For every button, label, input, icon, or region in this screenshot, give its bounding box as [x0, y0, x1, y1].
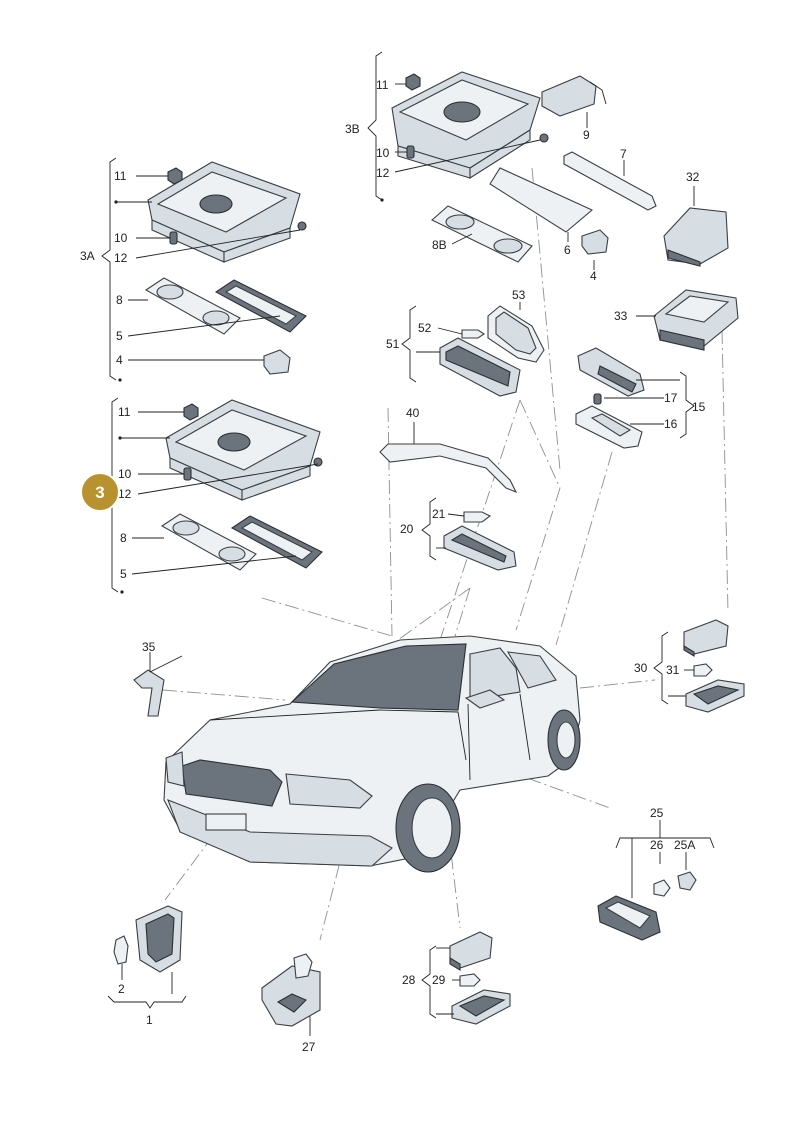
panel-strip [489, 167, 594, 233]
group-1 [107, 905, 187, 1009]
label-7: 7 [620, 147, 627, 161]
cable-35 [133, 669, 165, 717]
callout-badge[interactable]: 3 [80, 472, 120, 512]
car-side-window-rear [506, 651, 557, 689]
label-8: 8 [120, 531, 127, 545]
label-11: 11 [376, 78, 389, 92]
label-10: 10 [118, 467, 132, 481]
lens-8b [431, 205, 533, 263]
label-27: 27 [302, 1040, 316, 1054]
bulb-25a [677, 871, 697, 891]
label-1: 1 [146, 1013, 153, 1027]
label-25a: 25A [674, 838, 695, 852]
label-33: 33 [614, 309, 628, 323]
group-40 [379, 422, 518, 494]
group-35 [133, 652, 183, 717]
label-12: 12 [118, 487, 132, 501]
label-12: 12 [376, 166, 390, 180]
car-mirror [464, 689, 506, 709]
car-headlight-left [165, 751, 185, 787]
car-windshield [290, 643, 467, 711]
bulb-21 [463, 511, 492, 523]
label-3b: 3B [345, 122, 360, 136]
label-53: 53 [512, 288, 526, 302]
label-6: 6 [564, 243, 571, 257]
label-32: 32 [686, 170, 700, 184]
label-31: 31 [666, 663, 680, 677]
label-11: 11 [114, 169, 127, 183]
label-15: 15 [692, 400, 706, 414]
bulb-26 [653, 879, 671, 897]
trim-40 [379, 443, 518, 494]
label-9: 9 [583, 128, 590, 142]
label-8: 8 [116, 293, 123, 307]
label-35: 35 [142, 640, 156, 654]
car-headlight-right [285, 773, 373, 809]
holder-4a [263, 349, 291, 375]
label-26: 26 [650, 838, 664, 852]
holder-4 [581, 229, 609, 255]
label-2: 2 [118, 982, 125, 996]
bulb-52 [461, 329, 485, 339]
label-30: 30 [634, 661, 648, 675]
trim-7 [563, 151, 657, 211]
bulb-2 [113, 935, 129, 965]
label-29: 29 [432, 973, 446, 987]
plug-9 [541, 75, 597, 117]
label-25: 25 [650, 806, 664, 820]
bulb-29 [459, 973, 481, 987]
group-20 [421, 497, 517, 571]
group-33 [636, 289, 739, 351]
bulb-31 [693, 663, 713, 677]
module-32 [663, 207, 729, 265]
label-5: 5 [120, 567, 127, 581]
badge-circle [80, 472, 120, 512]
holder-30 [683, 619, 729, 655]
label-5: 5 [116, 329, 123, 343]
group-25 [597, 820, 715, 941]
group-3b [367, 51, 729, 270]
label-52: 52 [418, 321, 432, 335]
label-21: 21 [432, 507, 446, 521]
car-bumper [167, 799, 393, 867]
label-40: 40 [406, 406, 420, 420]
group-28 [421, 931, 511, 1025]
group-3 [103, 397, 323, 594]
label-10: 10 [376, 146, 390, 160]
car-plate [205, 813, 247, 831]
label-3a: 3A [80, 249, 95, 263]
label-4: 4 [116, 353, 123, 367]
badge-label: 3 [95, 483, 104, 502]
group-27 [261, 953, 321, 1036]
label-17: 17 [664, 391, 678, 405]
labels: 11 3B 10 12 9 7 32 8B 6 4 11 3A 10 12 8 … [80, 78, 706, 1054]
label-20: 20 [400, 522, 414, 536]
car [163, 635, 581, 873]
label-28: 28 [402, 973, 416, 987]
label-51: 51 [386, 337, 400, 351]
label-16: 16 [664, 417, 678, 431]
label-8b: 8B [432, 238, 447, 252]
car-side-window-front [469, 647, 521, 701]
label-11: 11 [118, 405, 131, 419]
label-10: 10 [114, 231, 128, 245]
label-4: 4 [590, 269, 597, 283]
group-30 [653, 619, 745, 713]
label-12: 12 [114, 251, 128, 265]
group-15 [575, 347, 695, 449]
group-3a [101, 157, 307, 382]
group-51 [401, 302, 545, 397]
car-grille [181, 759, 283, 807]
